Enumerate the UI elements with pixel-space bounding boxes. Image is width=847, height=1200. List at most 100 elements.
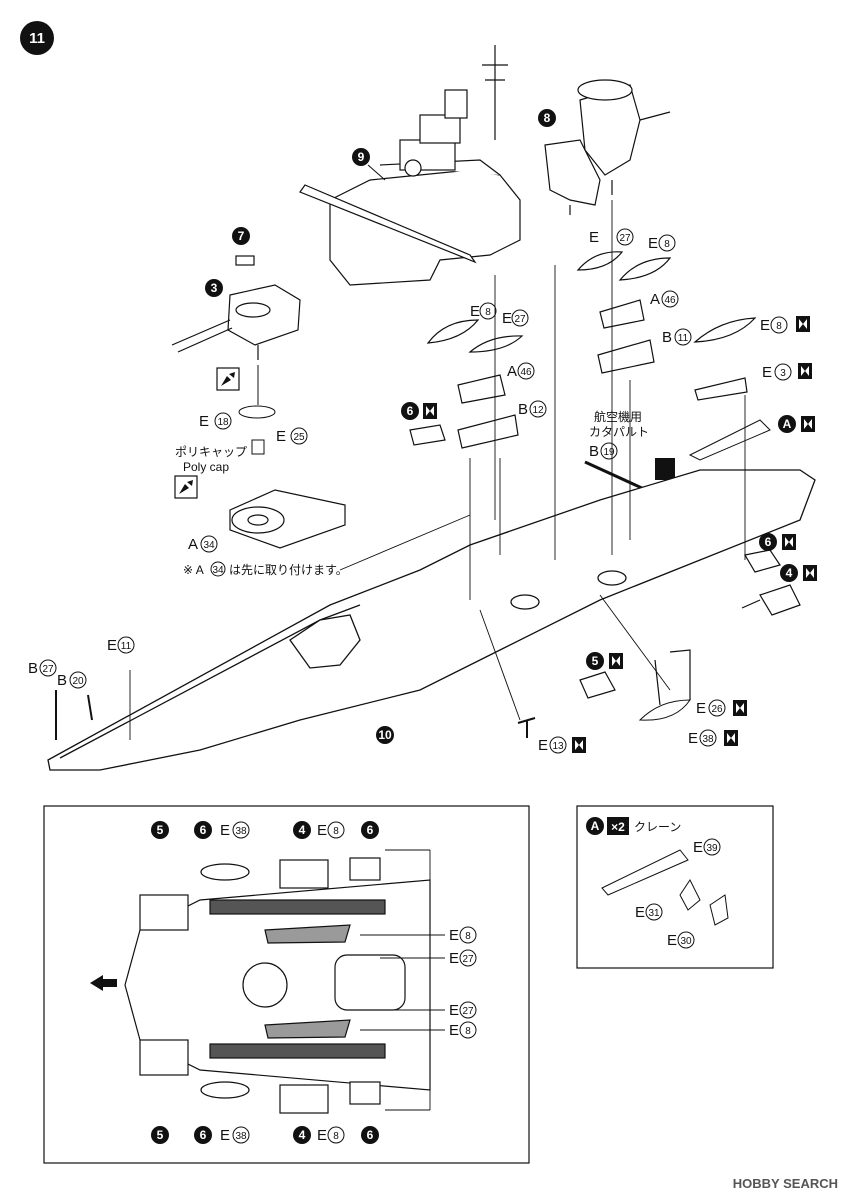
svg-text:6: 6 — [200, 1128, 207, 1142]
svg-text:9: 9 — [358, 150, 365, 164]
svg-text:27: 27 — [619, 233, 631, 244]
circle-num-e3: 3 — [774, 363, 792, 381]
poly-cap-part — [251, 439, 265, 455]
label-e27-mid: E — [502, 310, 512, 327]
svg-text:34: 34 — [203, 540, 215, 551]
circle-num-b19: 19 — [600, 442, 618, 460]
label-e18: E — [199, 413, 209, 430]
crane-part — [688, 419, 771, 461]
label-a46-mid: A — [507, 363, 517, 380]
grid-icon — [572, 737, 586, 753]
svg-text:4: 4 — [299, 823, 306, 837]
label-e8-mid: E — [470, 303, 480, 320]
svg-text:6: 6 — [367, 1128, 374, 1142]
svg-text:38: 38 — [702, 734, 714, 745]
svg-text:5: 5 — [157, 1128, 164, 1142]
svg-text:8: 8 — [465, 1026, 471, 1037]
svg-text:6: 6 — [765, 535, 772, 549]
label-e27-top: E — [589, 229, 599, 246]
svg-text:E: E — [317, 1127, 327, 1144]
label-e13: E — [538, 737, 548, 754]
svg-text:10: 10 — [378, 728, 392, 742]
svg-text:4: 4 — [299, 1128, 306, 1142]
label-e38: E — [688, 730, 698, 747]
grid-icon — [423, 403, 437, 419]
svg-text:34: 34 — [212, 565, 224, 576]
callout-5: 5 — [586, 652, 604, 670]
svg-text:8: 8 — [544, 111, 551, 125]
svg-text:×2: ×2 — [611, 820, 625, 834]
circle-num-a46-top: 46 — [661, 290, 679, 308]
svg-text:E: E — [449, 950, 459, 967]
label-a46-top: A — [650, 291, 660, 308]
turret-ring-part — [238, 405, 276, 419]
label-e39: E — [693, 839, 703, 856]
label-e8-right: E — [760, 317, 770, 334]
label-b27: B — [28, 660, 38, 677]
svg-text:8: 8 — [485, 307, 491, 318]
svg-text:30: 30 — [680, 936, 692, 947]
guide-lines — [129, 200, 746, 740]
funnel-part — [544, 79, 671, 215]
poly-cap-label-en: Poly cap — [183, 460, 229, 474]
grid-icon — [609, 653, 623, 669]
svg-text:5: 5 — [157, 823, 164, 837]
svg-text:26: 26 — [711, 704, 723, 715]
svg-text:31: 31 — [648, 908, 660, 919]
svg-text:E: E — [220, 822, 230, 839]
callout-7: 7 — [232, 227, 250, 245]
label-b20: B — [57, 672, 67, 689]
svg-text:7: 7 — [238, 229, 245, 243]
svg-text:E: E — [449, 927, 459, 944]
svg-text:E: E — [449, 1002, 459, 1019]
e26-part — [654, 649, 691, 706]
circle-num-a34: 34 — [200, 535, 218, 553]
circle-num-e27-top: 27 — [616, 228, 634, 246]
svg-text:13: 13 — [552, 741, 564, 752]
circle-num-b12: 12 — [529, 400, 547, 418]
svg-text:クレーン: クレーン — [634, 820, 681, 834]
circle-num-e27-mid: 27 — [511, 309, 529, 327]
svg-text:8: 8 — [333, 826, 339, 837]
svg-text:6: 6 — [367, 823, 374, 837]
callout-6: 6 — [401, 402, 419, 420]
svg-text:11: 11 — [121, 641, 132, 652]
circle-num-e13: 13 — [549, 736, 567, 754]
svg-text:19: 19 — [603, 447, 615, 458]
main-turret-part — [171, 255, 301, 360]
plan-right-labels: E 8 E 27 E 27 E 8 — [449, 926, 477, 1039]
turret-base-part — [229, 489, 346, 549]
label-b19: B — [589, 443, 599, 460]
grid-icon — [798, 363, 812, 379]
circle-num-e25: 25 — [290, 427, 308, 445]
svg-text:27: 27 — [462, 954, 474, 965]
callout-a: A — [778, 415, 796, 433]
label-e3: E — [762, 364, 772, 381]
circle-num-b11: 11 — [674, 328, 692, 346]
label-b11: B — [662, 329, 672, 346]
label-b12: B — [518, 401, 528, 418]
label-e31: E — [635, 904, 645, 921]
step-badge: 11 — [20, 21, 54, 55]
catapult-badge-icon — [655, 458, 675, 480]
svg-text:A: A — [783, 417, 792, 431]
svg-text:12: 12 — [532, 405, 544, 416]
grid-icon — [801, 416, 815, 432]
grid-icon — [796, 316, 810, 332]
callout-10: 10 — [376, 726, 394, 744]
label-e8-top: E — [648, 235, 658, 252]
circle-num-e26: 26 — [708, 699, 726, 717]
svg-text:46: 46 — [664, 295, 676, 306]
grid-icon — [724, 730, 738, 746]
svg-text:27: 27 — [42, 664, 54, 675]
svg-text:3: 3 — [780, 368, 786, 379]
label-a34: A — [188, 536, 198, 553]
note-circle-num: 34 — [210, 561, 226, 577]
note-prefix: ※ A — [183, 563, 204, 577]
plan-guide-lines — [360, 849, 445, 1111]
e13-part — [517, 717, 536, 738]
crane-base-part — [679, 879, 701, 911]
crane-arm-part — [601, 849, 689, 896]
note-suffix: は先に取り付けます。 — [229, 563, 348, 577]
secondary-turret-part — [409, 424, 801, 699]
